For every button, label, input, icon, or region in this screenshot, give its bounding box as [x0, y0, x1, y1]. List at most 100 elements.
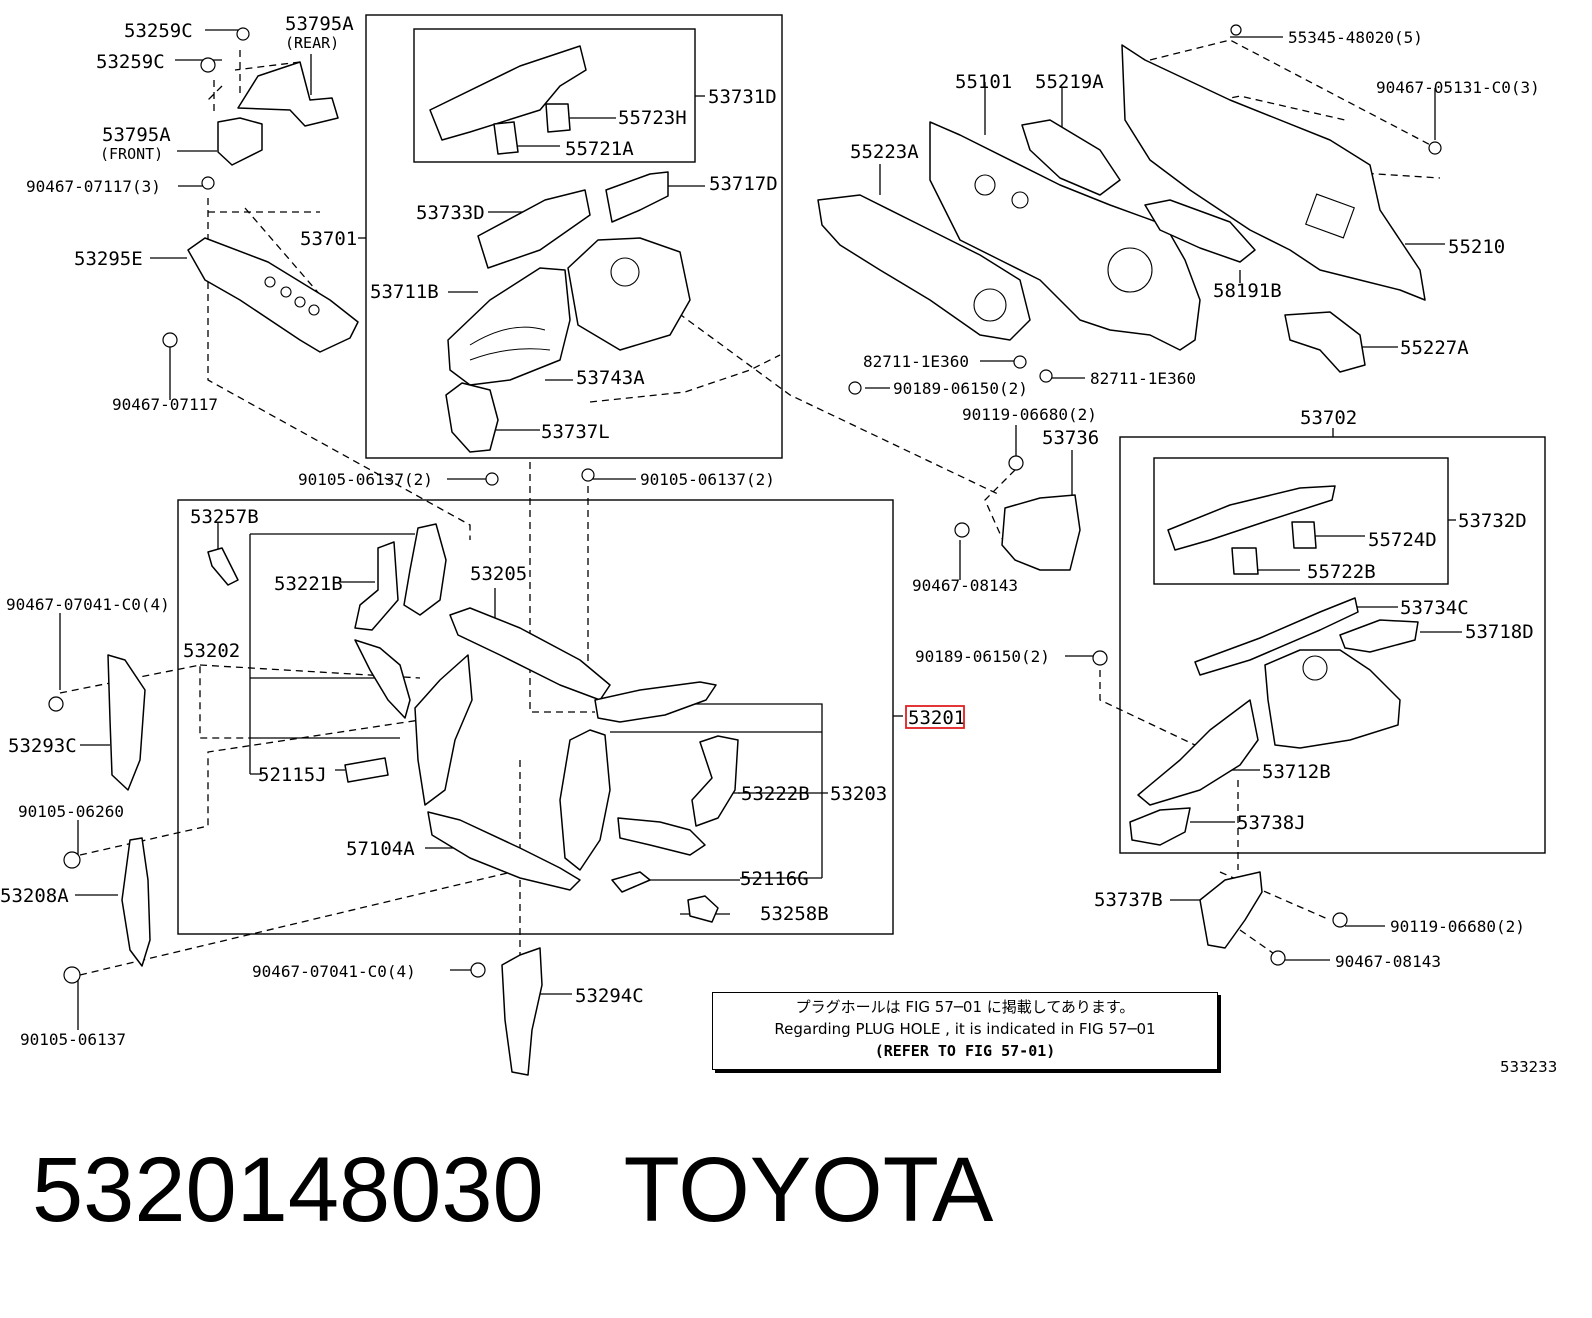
label-53718D: 53718D	[1465, 621, 1534, 643]
label-90119-06680-b: 90119-06680(2)	[1390, 917, 1525, 936]
part-53743A	[567, 237, 691, 351]
label-52116G: 52116G	[740, 868, 809, 890]
label-53259C-a: 53259C	[124, 20, 193, 42]
part-55210	[1121, 44, 1426, 301]
label-53737L: 53737L	[541, 421, 610, 443]
part-53222B	[691, 735, 739, 827]
label-52115J: 52115J	[258, 764, 327, 786]
leader-lines	[59, 29, 1462, 1030]
label-57104A: 57104A	[346, 838, 415, 860]
part-53737L	[445, 382, 499, 453]
part-53712B	[1137, 699, 1259, 806]
label-53221B: 53221B	[274, 573, 343, 595]
part-52116G	[611, 871, 651, 893]
part-53205	[449, 607, 611, 701]
label-82711-1E360-b: 82711-1E360	[1090, 369, 1196, 388]
figure-id: 533233	[1500, 1058, 1558, 1076]
part-53732D	[1167, 485, 1336, 551]
part-53221B	[354, 541, 399, 631]
part-53733D	[477, 189, 591, 269]
label-90467-08143-a: 90467-08143	[912, 576, 1018, 595]
part-radiator-support-side	[414, 654, 473, 806]
part-53737B	[1199, 871, 1263, 949]
label-55345-48020: 55345-48020(5)	[1288, 28, 1423, 47]
label-55210: 55210	[1448, 236, 1505, 258]
label-90119-06680-a: 90119-06680(2)	[962, 405, 1097, 424]
part-53738J	[1129, 807, 1191, 846]
part-53205-b	[594, 681, 717, 723]
label-53208A: 53208A	[0, 885, 69, 907]
label-90467-07041-b: 90467-07041-C0(4)	[252, 962, 416, 981]
group-frame-53201	[177, 499, 894, 935]
label-53201: 53201	[908, 707, 965, 729]
label-90105-06137-a: 90105-06137(2)	[298, 470, 433, 489]
part-58191B	[1144, 199, 1256, 263]
label-55101: 55101	[955, 71, 1012, 93]
part-53736	[1001, 494, 1081, 571]
note-line-japanese: プラグホールは FIG 57─01 に掲載してあります。	[795, 998, 1135, 1016]
label-90105-06137-b: 90105-06137(2)	[640, 470, 775, 489]
label-53203: 53203	[830, 783, 887, 805]
label-55723H: 55723H	[618, 107, 687, 129]
label-53294C: 53294C	[575, 985, 644, 1007]
part-53258B	[687, 895, 719, 923]
label-55223A: 55223A	[850, 141, 919, 163]
part-53295E	[187, 237, 359, 353]
fastener-icons	[48, 24, 1442, 984]
part-53257B	[207, 547, 239, 586]
label-53795A-rear: 53795A	[285, 13, 354, 35]
label-53717D: 53717D	[709, 173, 778, 195]
label-90467-08143-b: 90467-08143	[1335, 952, 1441, 971]
label-53205: 53205	[470, 563, 527, 585]
brand-name: TOYOTA	[623, 1139, 994, 1241]
part-53717D	[605, 171, 669, 223]
group-frame-53701	[365, 14, 783, 459]
label-90105-06137-c: 90105-06137	[20, 1030, 126, 1049]
label-53733D: 53733D	[416, 202, 485, 224]
part-53731D	[429, 45, 587, 141]
part-53795A-rear	[237, 61, 339, 127]
group-frame-53731D	[413, 28, 696, 163]
part-53718D	[1339, 619, 1419, 653]
part-55724D	[1291, 521, 1317, 549]
label-55721A: 55721A	[565, 138, 634, 160]
part-53294C	[501, 947, 543, 1076]
part-55227A	[1284, 311, 1366, 373]
note-line-english: Regarding PLUG HOLE , it is indicated in…	[774, 1020, 1156, 1038]
part-53202	[354, 639, 411, 719]
label-53731D: 53731D	[708, 86, 777, 108]
label-53711B: 53711B	[370, 281, 439, 303]
note-line-reference: (REFER TO FIG 57-01)	[874, 1042, 1056, 1060]
label-53743A: 53743A	[576, 367, 645, 389]
label-55219A: 55219A	[1035, 71, 1104, 93]
label-90105-06260: 90105-06260	[18, 802, 124, 821]
part-52115J	[344, 757, 389, 783]
part-53711B	[447, 267, 571, 386]
label-55724D: 55724D	[1368, 529, 1437, 551]
part-55101	[929, 121, 1201, 351]
label-53293C: 53293C	[8, 735, 77, 757]
part-53221B-b	[403, 523, 447, 616]
part-57104A	[427, 811, 581, 891]
label-53737B: 53737B	[1094, 889, 1163, 911]
part-53795A-front	[217, 117, 263, 166]
dashed-assembly-lines	[59, 39, 1441, 976]
label-53258B: 53258B	[760, 903, 829, 925]
label-53795A-front: 53795A	[102, 124, 171, 146]
label-53295E: 53295E	[74, 248, 143, 270]
label-53202: 53202	[183, 640, 240, 662]
part-53734C	[1194, 597, 1359, 676]
plug-hole-note: プラグホールは FIG 57─01 に掲載してあります。 Regarding P…	[712, 992, 1218, 1070]
part-53743-right	[1264, 649, 1401, 749]
label-90189-06150-b: 90189-06150(2)	[915, 647, 1050, 666]
label-55227A: 55227A	[1400, 337, 1469, 359]
callout-labels: 53259C 53795A (REAR) 53259C 53795A (FRON…	[0, 13, 1540, 1049]
label-53732D: 53732D	[1458, 510, 1527, 532]
part-55722B	[1231, 547, 1259, 575]
part-55723H	[545, 103, 571, 133]
label-53702: 53702	[1300, 407, 1357, 429]
label-58191B: 58191B	[1213, 280, 1282, 302]
group-frame-53732D	[1153, 457, 1449, 585]
